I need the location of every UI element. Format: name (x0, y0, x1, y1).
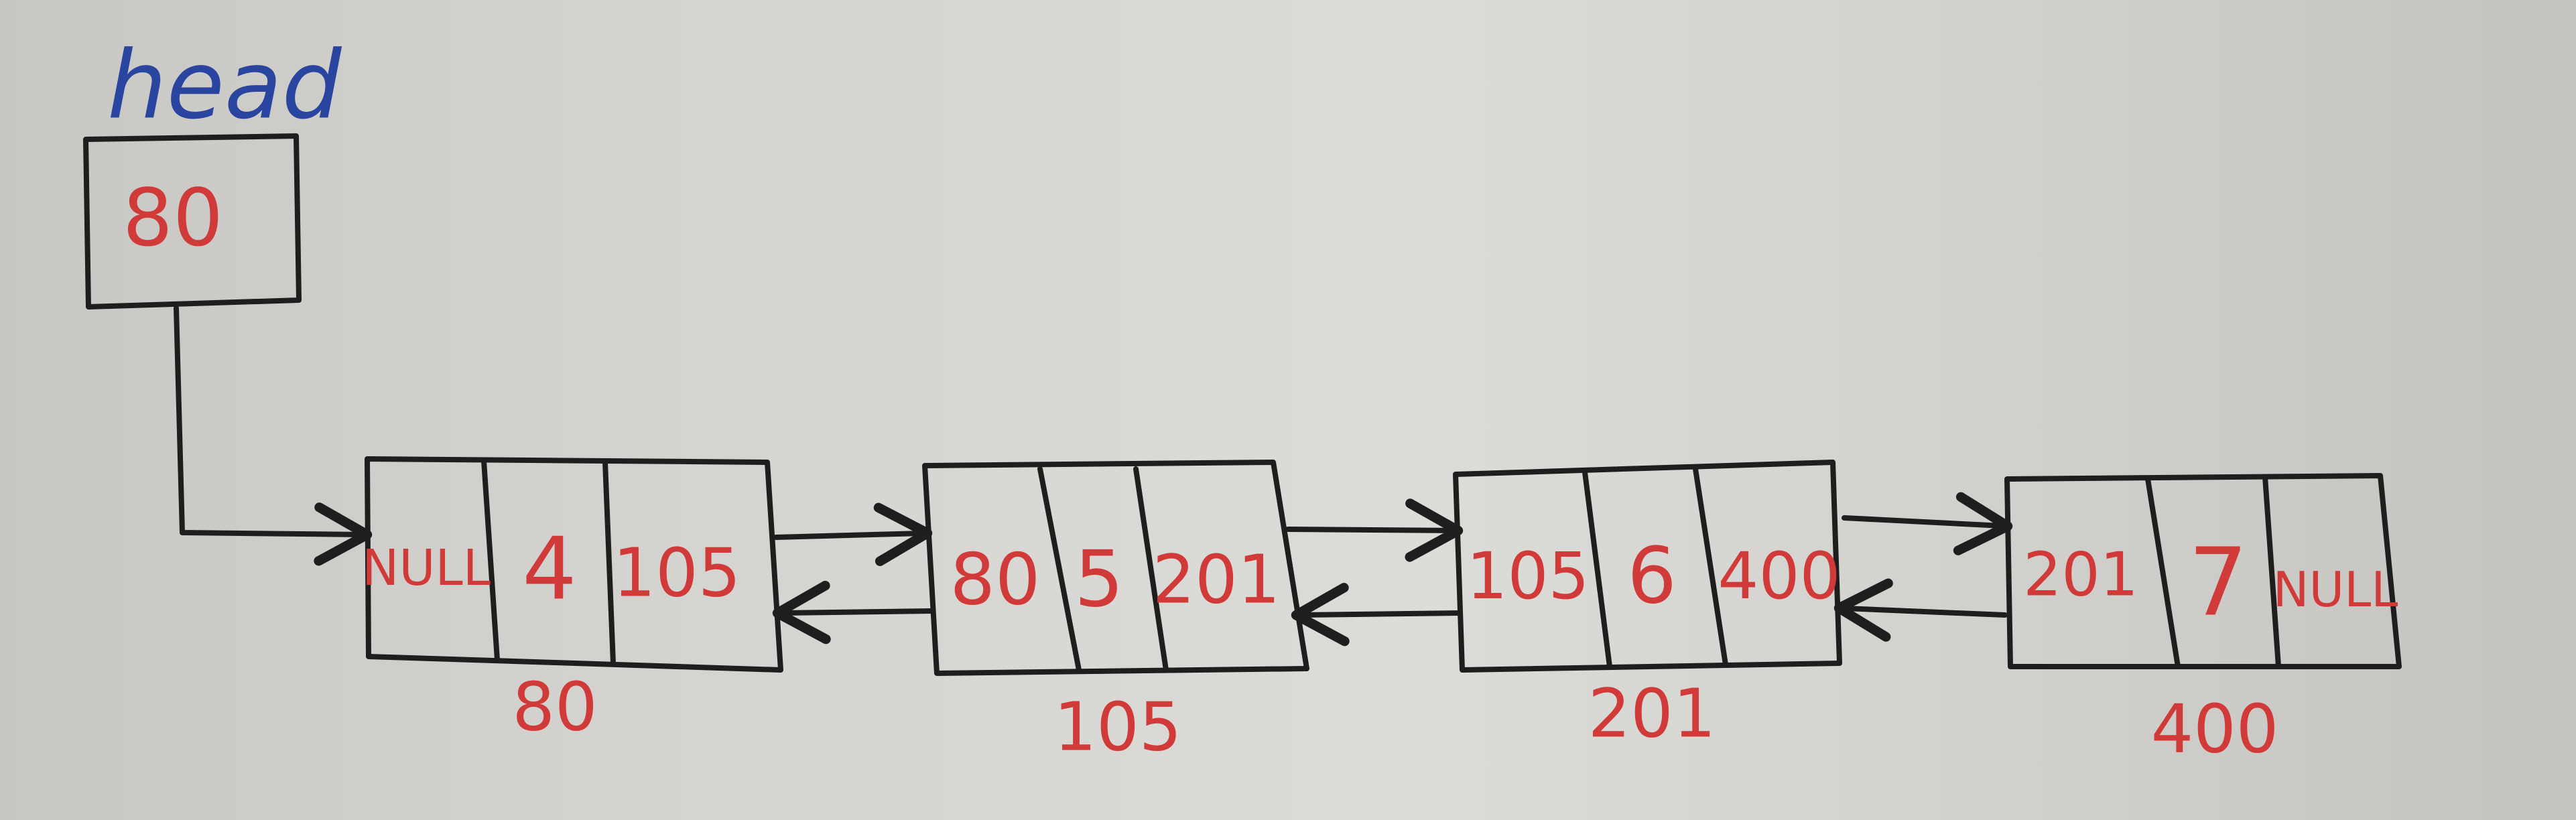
node-105-data: 5 (1074, 535, 1124, 625)
node-80-address: 80 (512, 668, 597, 746)
next-arrow-105-to-201 (1285, 498, 1464, 562)
node-201-address: 201 (1588, 675, 1716, 753)
head-label: head (107, 31, 342, 141)
prev-arrow-400-to-201 (1833, 578, 2008, 642)
node-400-prev: 201 (2023, 540, 2138, 610)
node-80-next: 105 (613, 534, 741, 612)
node-105-address: 105 (1054, 688, 1182, 766)
node-400-address: 400 (2151, 690, 2279, 768)
node-105-next: 201 (1153, 541, 1281, 619)
node-400-next: NULL (2273, 561, 2398, 618)
node-80-prev: NULL (362, 539, 491, 597)
head-to-node-arrow (174, 305, 373, 566)
next-arrow-80-to-105 (773, 502, 933, 566)
head-value: 80 (123, 172, 223, 264)
node-201-next: 400 (1718, 539, 1840, 614)
node-400-data: 7 (2188, 529, 2248, 638)
node-400: 201 7 NULL 400 (2004, 473, 2402, 768)
head-pointer-box: 80 (83, 133, 302, 310)
node-80: NULL 4 105 80 (362, 456, 783, 746)
node-105-prev: 80 (950, 539, 1041, 621)
node-201-prev: 105 (1466, 539, 1589, 614)
node-80-data: 4 (522, 520, 576, 620)
node-201: 105 6 400 201 (1453, 460, 1842, 753)
node-201-data: 6 (1627, 531, 1677, 622)
prev-arrow-201-to-105 (1291, 582, 1462, 646)
prev-arrow-105-to-80 (772, 580, 934, 644)
node-105: 80 5 201 105 (922, 460, 1309, 766)
next-arrow-201-to-400 (1842, 492, 2013, 555)
